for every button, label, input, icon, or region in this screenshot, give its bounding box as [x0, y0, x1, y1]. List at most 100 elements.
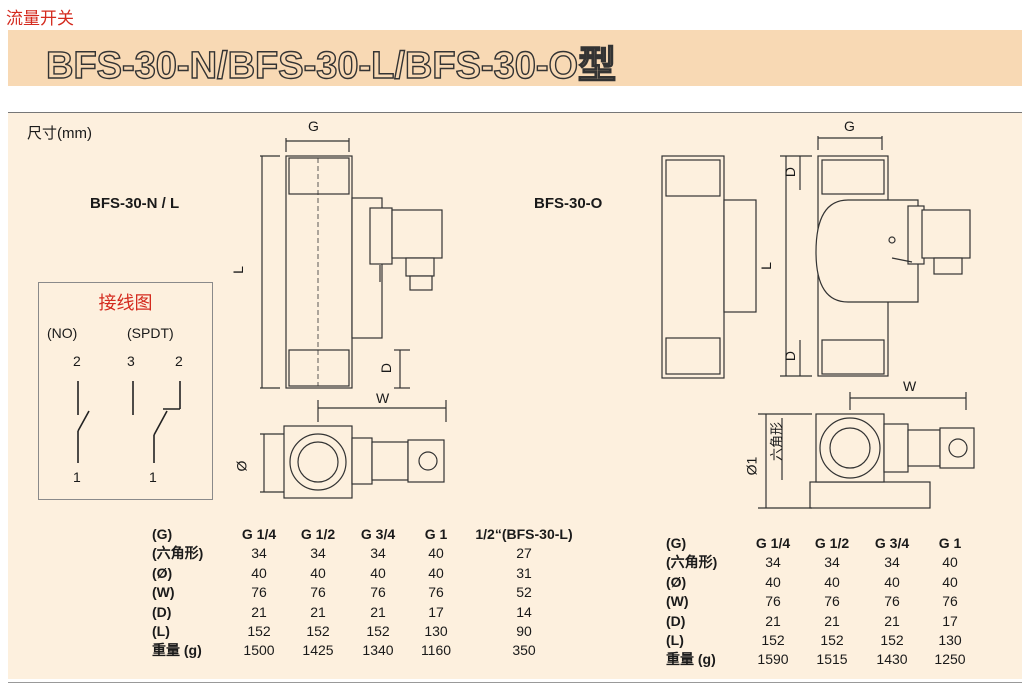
row-label: (G): [152, 526, 173, 542]
row-label: 重量 (g): [666, 651, 716, 668]
table-cell: 40: [370, 564, 386, 581]
wiring-spdt-label: (SPDT): [127, 325, 174, 341]
table-cell: 40: [428, 545, 444, 562]
table-cell: 1515: [816, 651, 848, 668]
table-cell: 34: [310, 545, 326, 562]
table-cell: 17: [428, 603, 444, 620]
bottom-rule: [8, 682, 1022, 683]
table-cell: 21: [884, 612, 900, 629]
dim-w-left: W: [376, 390, 390, 406]
front-view-left: [260, 138, 443, 389]
table-cell: 21: [765, 612, 781, 629]
table-cell: G 1: [938, 535, 962, 551]
table-cell: 76: [310, 584, 326, 601]
wiring-no-label: (NO): [47, 325, 78, 341]
wiring-diagram: 接线图 (NO) (SPDT) 2 3 2 1 1: [38, 282, 213, 500]
model-label-right: BFS-30-O: [534, 195, 603, 212]
table-cell: G 3/4: [360, 526, 396, 542]
dim-g-left: G: [308, 118, 319, 134]
table-cell: 40: [942, 554, 958, 571]
category-label: 流量开关: [6, 9, 74, 29]
table-cell: 1425: [302, 642, 334, 659]
table-cell: 34: [251, 545, 267, 562]
table-cell: 76: [942, 593, 958, 610]
row-label: (D): [666, 612, 686, 629]
row-label: (W): [152, 584, 175, 601]
table-cell: 14: [516, 603, 532, 620]
dim-l-right: L: [757, 262, 774, 270]
row-label: (L): [152, 623, 170, 640]
dim-phi-left: Ø: [233, 460, 250, 472]
table-cell: 76: [884, 593, 900, 610]
dim-w-right: W: [903, 378, 917, 394]
table-cell: 1160: [420, 642, 452, 659]
table-cell: 21: [251, 603, 267, 620]
dim-hex-right: 六角形: [769, 421, 785, 462]
table-cell: 130: [938, 632, 962, 649]
row-label: (G): [666, 535, 687, 551]
wiring-terminal-2a: 2: [73, 353, 81, 369]
row-label: 重量 (g): [152, 642, 202, 659]
table-cell: 40: [310, 564, 326, 581]
table-cell: 1340: [362, 642, 394, 659]
table-cell: 76: [370, 584, 386, 601]
row-label: (六角形): [666, 554, 718, 571]
table-cell: 17: [942, 612, 958, 629]
table-row: 重量 (g) 1500 1425 1340 1160 350: [152, 641, 584, 660]
page-title: BFS-30-N/BFS-30-L/BFS-30-O型: [45, 44, 617, 87]
table-cell: 152: [761, 632, 785, 649]
wiring-symbols: [77, 381, 181, 463]
wiring-title: 接线图: [98, 293, 153, 314]
table-cell: 52: [516, 584, 532, 601]
table-cell: 40: [428, 564, 444, 581]
table-cell: 34: [370, 545, 386, 562]
top-view-left: [260, 400, 447, 499]
row-label: (W): [666, 593, 689, 610]
wiring-terminal-3: 3: [127, 353, 135, 369]
title-band: BFS-30-N/BFS-30-L/BFS-30-O型: [8, 30, 1022, 88]
table-cell: 40: [765, 573, 781, 590]
row-label: (D): [152, 603, 172, 620]
table-cell: 1590: [757, 651, 789, 668]
table-cell: 31: [516, 564, 532, 581]
table-cell: 40: [824, 573, 840, 590]
table-cell: 152: [247, 623, 271, 640]
table-cell: G 1/4: [241, 526, 277, 542]
table-cell: 1500: [243, 642, 275, 659]
table-cell: 76: [824, 593, 840, 610]
table-cell: 350: [512, 642, 536, 659]
table-cell: 40: [884, 573, 900, 590]
table-cell: 130: [424, 623, 448, 640]
dim-g-right: G: [844, 118, 855, 134]
table-cell: 1/2“(BFS-30-L): [475, 526, 573, 542]
table-cell: 76: [428, 584, 444, 601]
table-cell: 152: [820, 632, 844, 649]
table-cell: 27: [516, 545, 532, 562]
side-view-right: [661, 155, 757, 379]
table-cell: G 1/4: [755, 535, 791, 551]
row-label: (Ø): [152, 564, 173, 581]
table-cell: G 1: [424, 526, 448, 542]
dim-d-right-bottom: D: [782, 350, 799, 362]
table-cell: 152: [366, 623, 390, 640]
table-cell: 1250: [934, 651, 966, 668]
table-cell: 21: [824, 612, 840, 629]
table-cell: 34: [765, 554, 781, 571]
table-cell: 34: [824, 554, 840, 571]
table-cell: 152: [880, 632, 904, 649]
table-cell: 90: [516, 623, 532, 640]
row-label: (Ø): [666, 573, 687, 590]
table-cell: 21: [370, 603, 386, 620]
